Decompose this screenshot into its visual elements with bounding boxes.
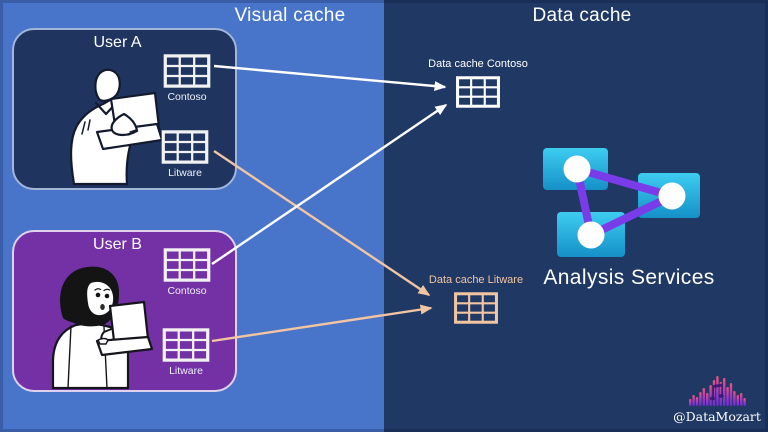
table-grid-icon (454, 292, 498, 324)
user-b-litware-table: Litware (161, 328, 211, 377)
table-grid-icon (163, 54, 211, 88)
user-a-litware-table: Litware (160, 130, 210, 179)
user-b-contoso-table: Contoso (162, 248, 212, 297)
table-label: Contoso (167, 91, 207, 103)
data-cache-contoso-label: Data cache Contoso (428, 58, 528, 70)
analysis-services-label: Analysis Services (543, 266, 715, 289)
table-grid-icon (161, 130, 209, 164)
user-a-name: User A (93, 34, 142, 51)
table-label: Litware (169, 365, 203, 377)
analysis-services-icon (543, 148, 700, 257)
data-cache-contoso: Data cache Contoso (403, 58, 553, 108)
data-cache-litware: Data cache Litware (401, 274, 551, 324)
user-a-contoso-table: Contoso (162, 54, 212, 103)
datamozart-logo-icon (689, 376, 746, 406)
watermark: @DataMozart (672, 376, 762, 424)
user-b-name: User B (93, 236, 142, 253)
user-b-card: User B Contoso L (12, 230, 237, 392)
table-label: Litware (168, 167, 202, 179)
table-label: Contoso (167, 285, 207, 297)
user-a-card: User A Contoso Litware (12, 28, 237, 190)
data-cache-litware-label: Data cache Litware (428, 274, 524, 286)
table-grid-icon (456, 76, 500, 108)
visual-cache-title: Visual cache (234, 5, 346, 26)
table-grid-icon (163, 248, 211, 282)
data-cache-title: Data cache (532, 5, 632, 26)
table-grid-icon (162, 328, 210, 362)
man-with-laptop-icon (70, 68, 164, 186)
watermark-handle: @DataMozart (673, 409, 761, 424)
woman-with-laptop-icon (51, 266, 154, 390)
